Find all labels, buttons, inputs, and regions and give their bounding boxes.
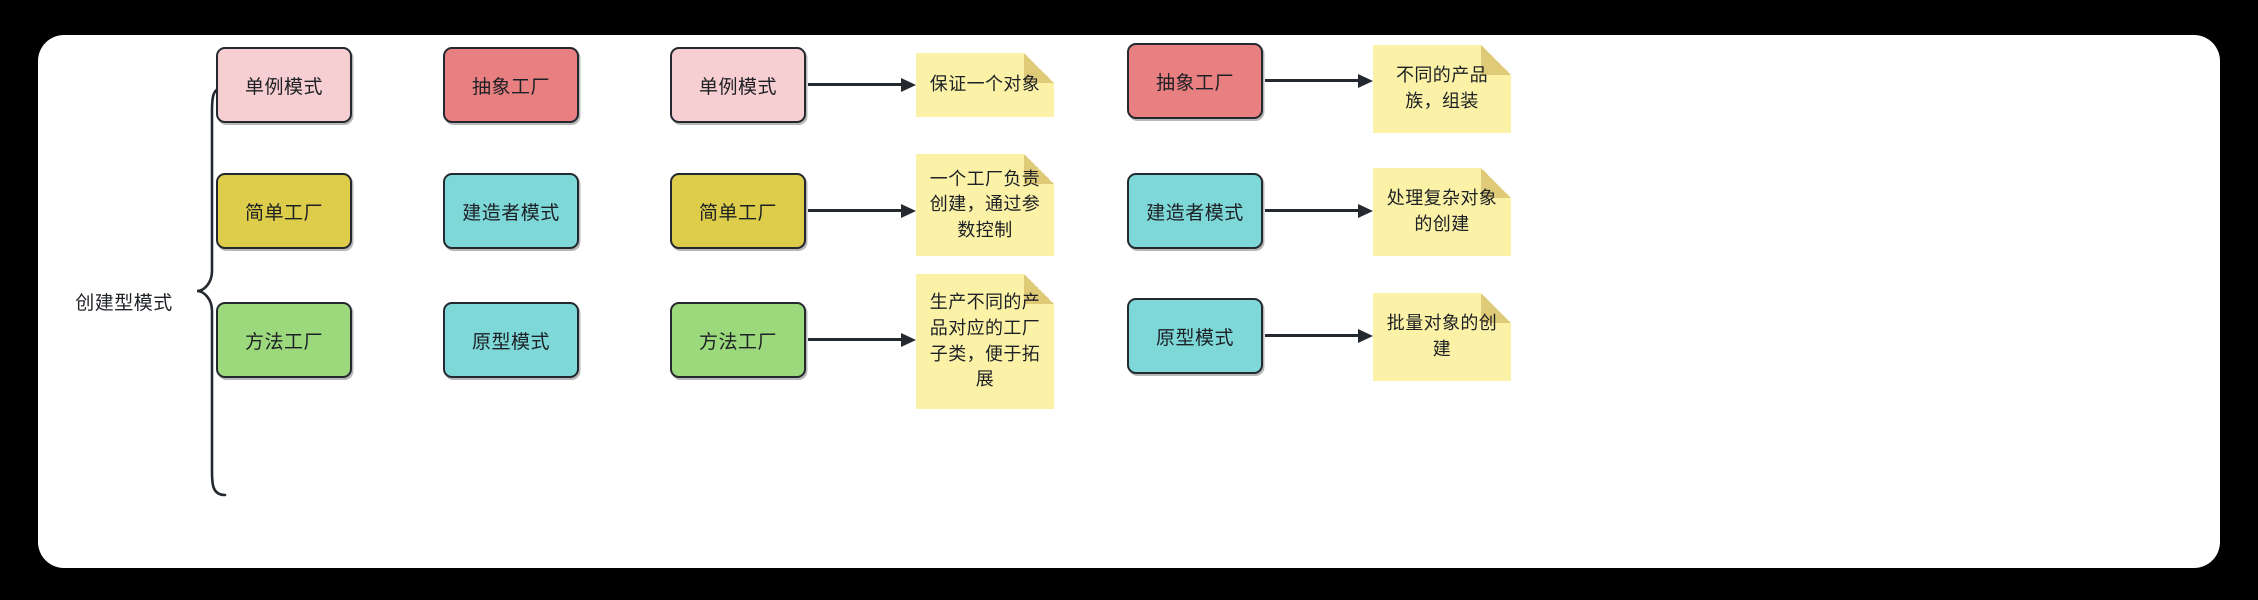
sticky-note-text: 批量对象的创建 [1386,313,1498,359]
pattern-box-label: 原型模式 [1155,327,1234,349]
group-brace [196,85,227,497]
sticky-note-prototype: 批量对象的创建 [1373,293,1511,381]
pattern-box-label: 方法工厂 [698,331,777,353]
pattern-box-builder-1[interactable]: 建造者模式 [443,173,579,249]
arrow-factory-method-note [808,333,916,347]
sticky-note-text: 生产不同的产品对应的工厂子类，便于拓展 [929,292,1041,390]
pattern-box-label: 抽象工厂 [1155,72,1234,94]
group-label: 创建型模式 [75,293,173,314]
pattern-box-singleton-1[interactable]: 单例模式 [216,47,352,123]
arrow-singleton-note [808,78,916,92]
note-fold-icon [1481,168,1511,198]
pattern-box-singleton-2[interactable]: 单例模式 [670,47,806,123]
pattern-box-label: 方法工厂 [244,331,323,353]
sticky-note-singleton: 保证一个对象 [916,53,1054,117]
pattern-box-label: 建造者模式 [1146,202,1244,224]
sticky-note-factory-method: 生产不同的产品对应的工厂子类，便于拓展 [916,274,1054,409]
pattern-box-simple-factory-2[interactable]: 简单工厂 [670,173,806,249]
pattern-box-simple-factory-1[interactable]: 简单工厂 [216,173,352,249]
pattern-box-label: 简单工厂 [698,202,777,224]
pattern-box-label: 单例模式 [698,76,777,98]
note-fold-icon [1024,53,1054,83]
sticky-note-text: 不同的产品族，组装 [1396,65,1488,111]
sticky-note-simple-factory: 一个工厂负责创建，通过参数控制 [916,154,1054,256]
pattern-box-builder-2[interactable]: 建造者模式 [1127,173,1263,249]
arrow-simple-factory-note [808,204,916,218]
pattern-box-label: 单例模式 [244,76,323,98]
diagram-card: 创建型模式 单例模式 简单工厂 方法工厂 抽象工厂 建造者模式 原型模式 单例模… [38,35,2220,568]
sticky-note-text: 处理复杂对象的创建 [1386,188,1498,234]
sticky-note-text: 一个工厂负责创建，通过参数控制 [929,168,1041,240]
note-fold-icon [1024,274,1054,304]
pattern-box-prototype-1[interactable]: 原型模式 [443,302,579,378]
pattern-box-abstract-factory-2[interactable]: 抽象工厂 [1127,43,1263,119]
pattern-box-factory-method-1[interactable]: 方法工厂 [216,302,352,378]
sticky-note-abstract-factory: 不同的产品族，组装 [1373,45,1511,133]
note-fold-icon [1481,45,1511,75]
note-fold-icon [1024,154,1054,184]
note-fold-icon [1481,293,1511,323]
pattern-box-label: 建造者模式 [462,202,560,224]
arrow-builder-note [1265,204,1373,218]
sticky-note-builder: 处理复杂对象的创建 [1373,168,1511,256]
arrow-abstract-factory-note [1265,74,1373,88]
arrow-prototype-note [1265,329,1373,343]
pattern-box-abstract-factory-1[interactable]: 抽象工厂 [443,47,579,123]
pattern-box-prototype-2[interactable]: 原型模式 [1127,298,1263,374]
pattern-box-label: 简单工厂 [244,202,323,224]
pattern-box-label: 原型模式 [471,331,550,353]
pattern-box-label: 抽象工厂 [471,76,550,98]
pattern-box-factory-method-2[interactable]: 方法工厂 [670,302,806,378]
sticky-note-text: 保证一个对象 [929,74,1041,95]
